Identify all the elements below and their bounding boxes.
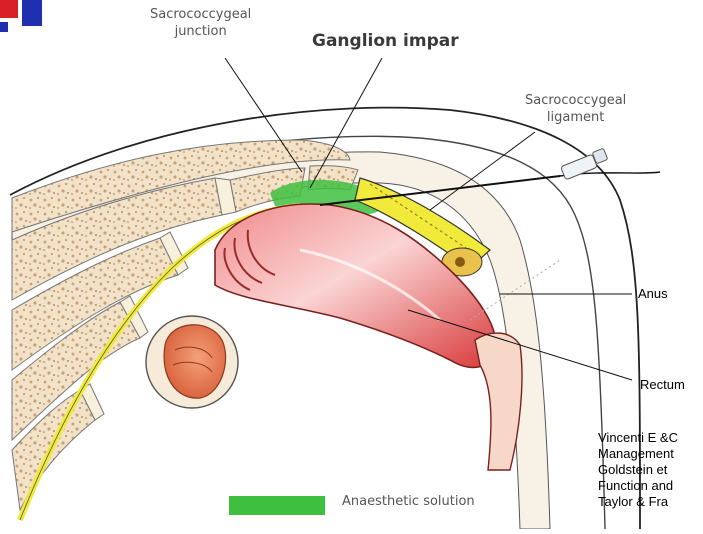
label-sacrococcygeal-junction-line2: junction <box>150 23 251 40</box>
label-rectum: Rectum <box>640 377 685 392</box>
slide-accent-logo <box>0 0 60 40</box>
citation-line: Function and <box>598 478 703 494</box>
label-sacrococcygeal-junction-line1: Sacrococcygeal <box>150 6 251 23</box>
citation-line: Management <box>598 446 703 462</box>
citation-line: Vincenti E &C <box>598 430 703 446</box>
label-sacrococcygeal-ligament: Sacrococcygeal ligament <box>525 92 626 126</box>
label-anus: Anus <box>638 286 668 301</box>
label-sacrococcygeal-ligament-line2: ligament <box>525 109 626 126</box>
citation-line: Goldstein et <box>598 462 703 478</box>
citation-line: Taylor & Fra <box>598 494 703 510</box>
anal-canal <box>475 333 522 470</box>
legend-label-anaesthetic: Anaesthetic solution <box>342 494 475 509</box>
citation-text: Vincenti E &C Management Goldstein et Fu… <box>598 430 703 510</box>
label-sacrococcygeal-ligament-line1: Sacrococcygeal <box>525 92 626 109</box>
label-sacrococcygeal-junction: Sacrococcygeal junction <box>150 6 251 40</box>
label-ganglion-impar: Ganglion impar <box>312 31 459 51</box>
legend-swatch-anaesthetic <box>229 496 325 515</box>
